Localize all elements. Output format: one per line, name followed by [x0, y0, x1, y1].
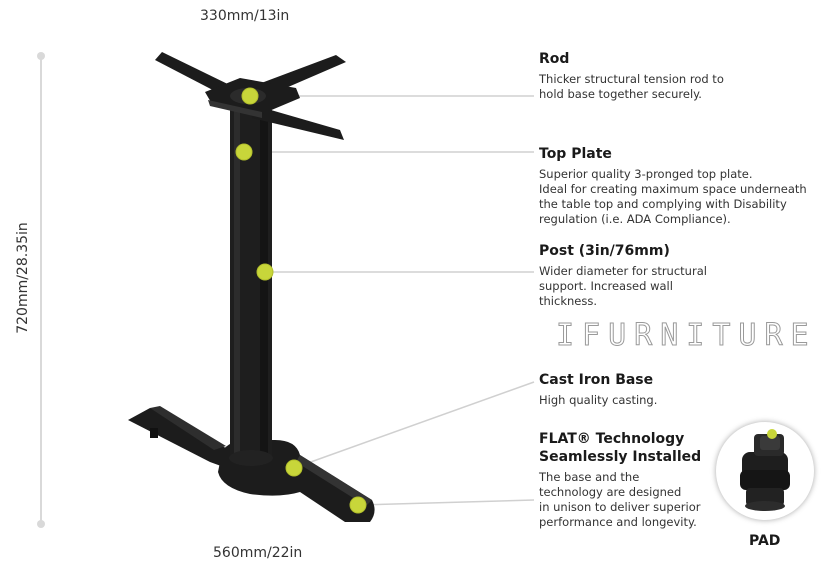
callout-post-line: Wider diameter for structural — [539, 264, 707, 278]
callout-cast-iron-base-line: High quality casting. — [539, 393, 658, 407]
pad-inset-image — [716, 422, 814, 520]
callout-flat-line: in unison to deliver superior — [539, 500, 701, 514]
callout-top-plate-line: Superior quality 3-pronged top plate. — [539, 167, 753, 181]
callout-top-plate-line: Ideal for creating maximum space underne… — [539, 182, 807, 196]
callout-top-plate-title: Top Plate — [539, 146, 612, 162]
base-dimension-label: 560mm/22in — [213, 545, 303, 561]
height-dimension-line — [40, 55, 42, 525]
base-leader-line — [293, 381, 535, 469]
callout-rod-title: Rod — [539, 51, 570, 67]
height-dimension-bottom-dot — [37, 520, 45, 528]
post-marker — [256, 263, 274, 281]
callout-rod-line: hold base together securely. — [539, 87, 702, 101]
callout-rod-body: Thicker structural tension rod to hold b… — [539, 72, 724, 102]
callout-cast-iron-base-title: Cast Iron Base — [539, 372, 654, 388]
pad-label: PAD — [749, 533, 781, 549]
height-dimension-top-dot — [37, 52, 45, 60]
callout-flat-line: technology are designed — [539, 485, 682, 499]
ifurniture-watermark: IFURNITURE — [556, 318, 817, 354]
callout-post-title: Post (3in/76mm) — [539, 243, 670, 259]
callout-cast-iron-base-body: High quality casting. — [539, 393, 657, 408]
callout-rod-line: Thicker structural tension rod to — [539, 72, 724, 86]
post-column — [229, 110, 273, 466]
callout-top-plate-line: regulation (i.e. ADA Compliance). — [539, 212, 731, 226]
callout-top-plate-line: the table top and complying with Disabil… — [539, 197, 787, 211]
callout-flat-technology: FLAT® Technology Seamlessly Installed Th… — [539, 430, 701, 530]
top-plate-marker — [235, 143, 253, 161]
callout-flat-technology-body: The base and the technology are designed… — [539, 470, 701, 530]
callout-flat-title-line: Seamlessly Installed — [539, 449, 702, 465]
pad-mechanism-illustration — [740, 429, 790, 511]
callout-flat-technology-title: FLAT® Technology Seamlessly Installed — [539, 430, 701, 466]
callout-flat-title-line: FLAT® Technology — [539, 431, 685, 447]
callout-post-line: thickness. — [539, 294, 597, 308]
callout-post-line: support. Increased wall — [539, 279, 673, 293]
callout-top-plate-body: Superior quality 3-pronged top plate. Id… — [539, 167, 807, 227]
callout-post: Post (3in/76mm) Wider diameter for struc… — [539, 242, 707, 309]
base-marker — [285, 459, 303, 477]
rod-marker — [241, 87, 259, 105]
callout-top-plate: Top Plate Superior quality 3-pronged top… — [539, 145, 807, 227]
callout-rod: Rod Thicker structural tension rod to ho… — [539, 50, 724, 102]
width-dimension-label: 330mm/13in — [200, 8, 290, 24]
callout-flat-line: The base and the — [539, 470, 640, 484]
callout-post-body: Wider diameter for structural support. I… — [539, 264, 707, 309]
flat-marker — [349, 496, 367, 514]
flat-leader-line — [357, 499, 535, 506]
callout-flat-line: performance and longevity. — [539, 515, 697, 529]
callout-cast-iron-base: Cast Iron Base High quality casting. — [539, 371, 657, 408]
